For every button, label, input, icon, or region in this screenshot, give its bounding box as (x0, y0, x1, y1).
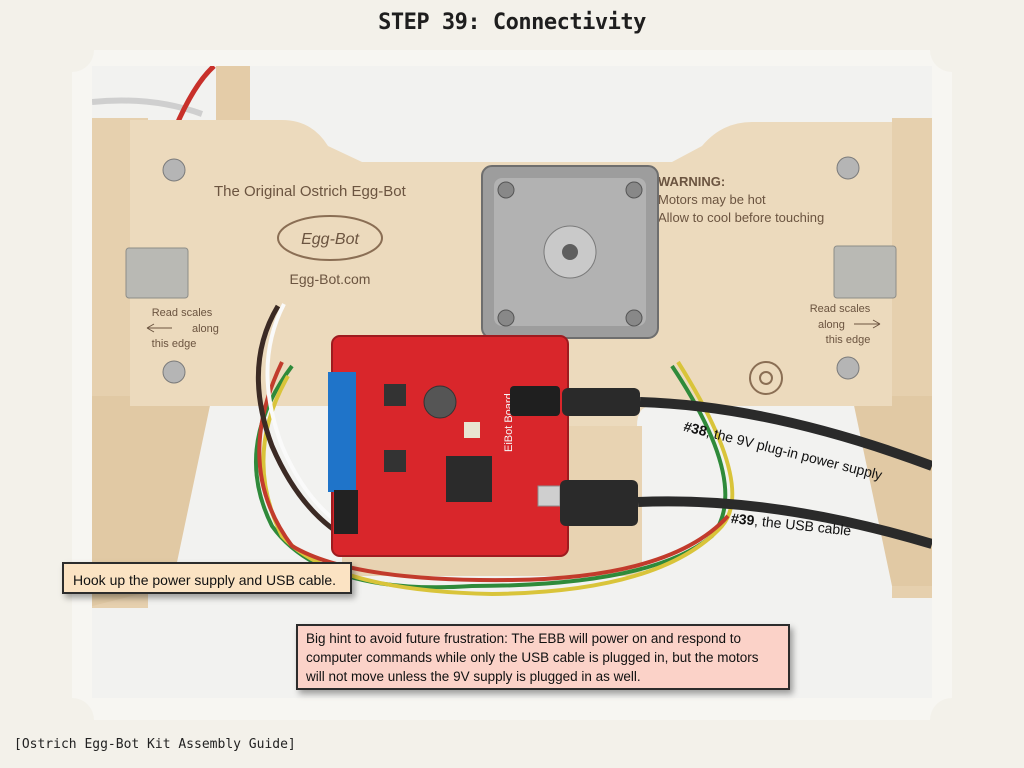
terminal-block (328, 372, 356, 492)
engraving-scale-left-line2: along (192, 323, 219, 335)
engraving-scale-right-line3: this edge (826, 334, 871, 346)
arrow-left-icon (146, 323, 172, 333)
frame-corner (930, 698, 974, 742)
open-hardware-gear-icon (749, 361, 783, 395)
frame-corner (50, 698, 94, 742)
engraving-scale-left-line3: this edge (152, 338, 197, 350)
engraving-heading: The Original Ostrich Egg-Bot (214, 183, 407, 200)
engraving-website: Egg-Bot.com (290, 271, 371, 287)
page-title: STEP 39: Connectivity (378, 10, 646, 35)
pin-header (334, 490, 358, 534)
engraving-warning-line1: Motors may be hot (658, 192, 766, 207)
engraving-scale-right-line2: along (818, 319, 845, 331)
white-wire (92, 97, 204, 117)
button (464, 422, 480, 438)
engraving-logo: Egg-Bot (301, 231, 359, 248)
power-cable (510, 386, 932, 471)
engraving-warning-title: WARNING: (658, 174, 725, 189)
capacitor (423, 385, 457, 419)
white-servo-wire (265, 303, 361, 538)
usb-cable (537, 480, 932, 549)
stepper-motor (481, 165, 659, 339)
eibot-board: EiBot Board (328, 335, 569, 557)
microcontroller-chip (446, 456, 492, 502)
eggbot-logo-icon (277, 215, 383, 261)
engraving-scale-left-line1: Read scales (152, 307, 213, 319)
frame-corner (50, 28, 94, 72)
left-leg (92, 396, 212, 606)
black-servo-wire (255, 304, 356, 545)
red-motor-wire (257, 361, 730, 583)
footer-guide-title: [Ostrich Egg-Bot Kit Assembly Guide] (14, 737, 296, 752)
screw-icon (162, 156, 860, 384)
driver-chip (384, 384, 406, 406)
right-bracket (833, 245, 897, 299)
eggbot-illustration: The Original Ostrich Egg-Bot Egg-Bot Egg… (92, 66, 932, 698)
usb-cable-number: #39 (730, 510, 756, 529)
frame-corner (930, 28, 974, 72)
hint-callout: Big hint to avoid future frustration: Th… (296, 624, 790, 690)
eggbot-photo: The Original Ostrich Egg-Bot Egg-Bot Egg… (92, 66, 932, 698)
driver-chip (384, 450, 406, 472)
arrow-right-icon (854, 319, 881, 329)
engraving-warning-line2: Allow to cool before touching (658, 210, 824, 225)
engraving-scale-right-line1: Read scales (810, 303, 871, 315)
left-bracket (125, 247, 189, 299)
hook-up-callout: Hook up the power supply and USB cable. (62, 562, 352, 594)
